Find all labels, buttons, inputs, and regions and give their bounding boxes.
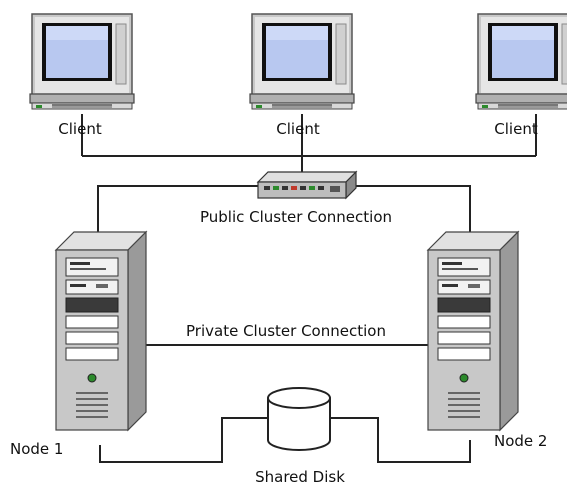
node-2-label: Node 2 bbox=[494, 432, 547, 450]
disk-cylinder-icon bbox=[267, 387, 331, 451]
client-computer-1: Client bbox=[29, 13, 135, 138]
disk-link-node-2 bbox=[330, 417, 471, 463]
client-computer-2: Client bbox=[249, 13, 355, 138]
public-link-node-2 bbox=[352, 185, 471, 248]
client-computer-3: Client bbox=[475, 13, 567, 138]
public-link-node-1 bbox=[97, 185, 258, 248]
node-1-server-icon bbox=[55, 231, 147, 431]
client-2-computer-icon bbox=[249, 13, 355, 110]
network-switch: Public Cluster Connection bbox=[200, 170, 392, 226]
shared-disk: Shared Disk bbox=[255, 387, 345, 486]
network-wires bbox=[81, 114, 537, 463]
server-node-2: Node 2 bbox=[427, 231, 547, 450]
client-1-label: Client bbox=[58, 120, 102, 138]
public-cluster-connection-label: Public Cluster Connection bbox=[200, 208, 392, 226]
client-3-label: Client bbox=[494, 120, 538, 138]
client-3-computer-icon bbox=[475, 13, 567, 110]
node-1-label: Node 1 bbox=[10, 440, 63, 458]
switch-icon bbox=[256, 170, 358, 200]
server-node-1: Node 1 bbox=[10, 231, 147, 458]
disk-link-node-1 bbox=[99, 417, 268, 463]
shared-disk-label: Shared Disk bbox=[255, 468, 345, 486]
node-2-server-icon bbox=[427, 231, 519, 431]
client-1-computer-icon bbox=[29, 13, 135, 110]
client-2-label: Client bbox=[276, 120, 320, 138]
private-cluster-connection-label: Private Cluster Connection bbox=[186, 322, 386, 340]
